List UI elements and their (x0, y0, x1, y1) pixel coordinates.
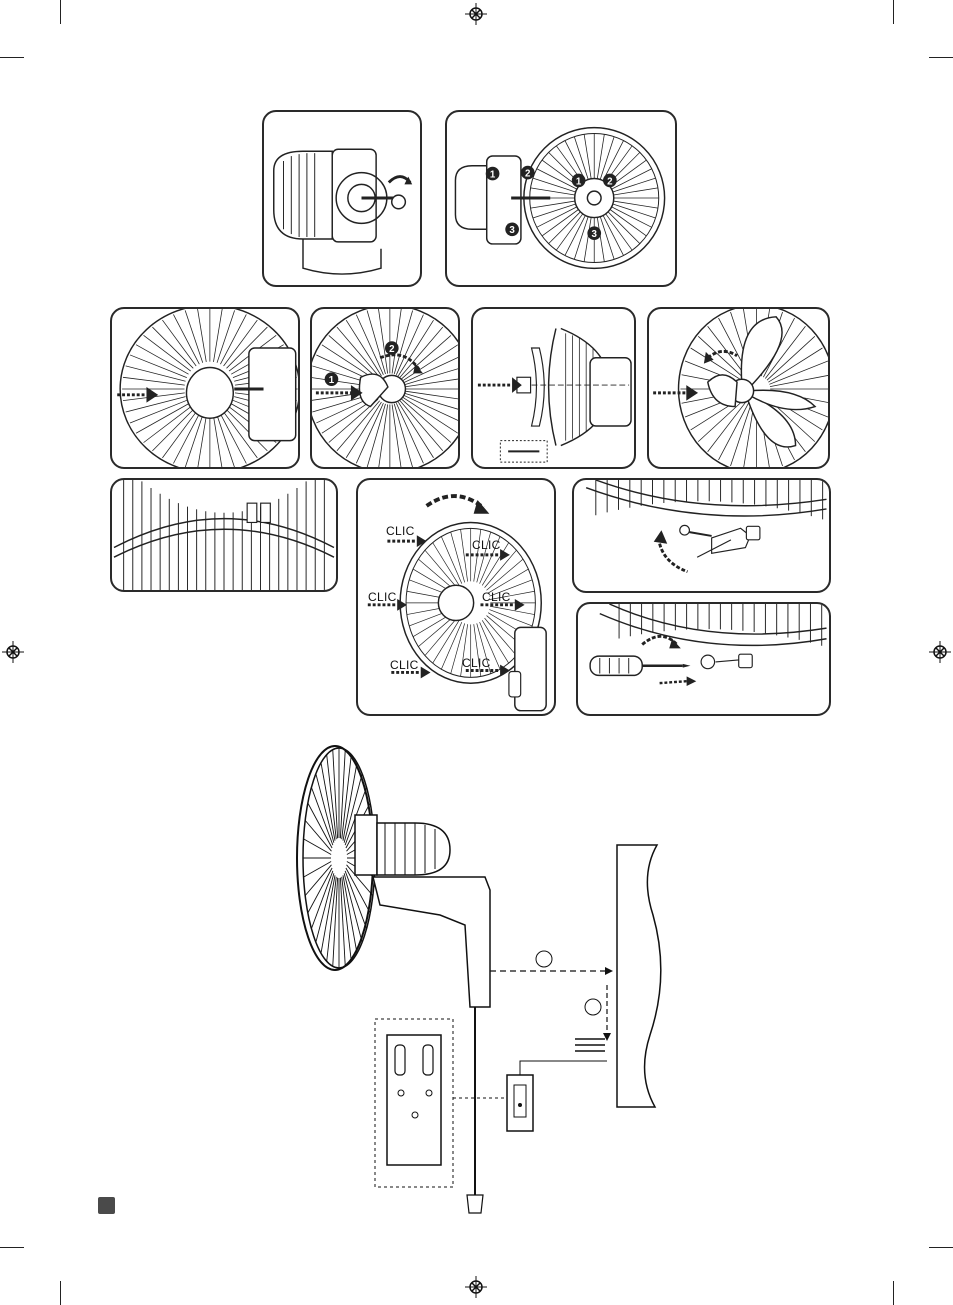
registration-mark-top (465, 3, 487, 25)
crop-mark (929, 57, 953, 58)
crop-mark (929, 1247, 953, 1248)
grille-clip-illustration (112, 480, 336, 590)
registration-mark-left (2, 641, 24, 663)
panel-tighten-clip-screw (576, 602, 831, 716)
step-number: 1 (576, 176, 582, 187)
grille-tighten-illustration: 1 2 (312, 309, 458, 467)
blade-insert-illustration (473, 309, 634, 467)
panel-fasten-blade (647, 307, 830, 469)
panel-attach-rear-grille: 1 2 3 1 2 3 (445, 110, 677, 287)
blade-fasten-illustration (649, 309, 828, 467)
step-number: 3 (509, 225, 515, 236)
wall-mount-diagram (285, 715, 685, 1215)
screwdriver-illustration (578, 604, 829, 714)
language-marker (98, 1197, 115, 1214)
crop-mark (893, 0, 894, 24)
step-number: 1 (329, 375, 335, 386)
step-number: 2 (525, 169, 531, 180)
rear-grille-illustration: 1 2 3 1 2 3 (447, 112, 675, 285)
panel-insert-blade (471, 307, 636, 469)
panel-clip-grilles: CLIC CLIC CLIC CLIC CLIC CLIC (356, 478, 556, 716)
motor-unit-illustration (264, 112, 420, 285)
crop-mark (0, 57, 24, 58)
step-number: 2 (389, 344, 395, 355)
clic-label: CLIC (390, 658, 419, 672)
panel-insert-clip-screw (572, 478, 831, 593)
crop-mark (893, 1281, 894, 1305)
crop-mark (0, 1247, 24, 1248)
clic-label: CLIC (386, 524, 415, 538)
panel-remove-nut (262, 110, 422, 287)
panel-grille-clip-detail (110, 478, 338, 592)
crop-mark (60, 1281, 61, 1305)
registration-mark-right (929, 641, 951, 663)
step-number: 2 (607, 176, 613, 187)
step-number: 1 (490, 169, 496, 180)
clic-label: CLIC (482, 590, 511, 604)
clic-label: CLIC (462, 656, 491, 670)
clic-label: CLIC (368, 590, 397, 604)
panel-mount-grille (110, 307, 300, 469)
registration-mark-bottom (465, 1276, 487, 1298)
step-number: 3 (592, 229, 598, 240)
grille-mount-illustration (112, 309, 298, 467)
clic-label: CLIC (472, 538, 501, 552)
panel-tighten-grille: 1 2 (310, 307, 460, 469)
crop-mark (60, 0, 61, 24)
clip-screw-illustration (574, 480, 829, 591)
